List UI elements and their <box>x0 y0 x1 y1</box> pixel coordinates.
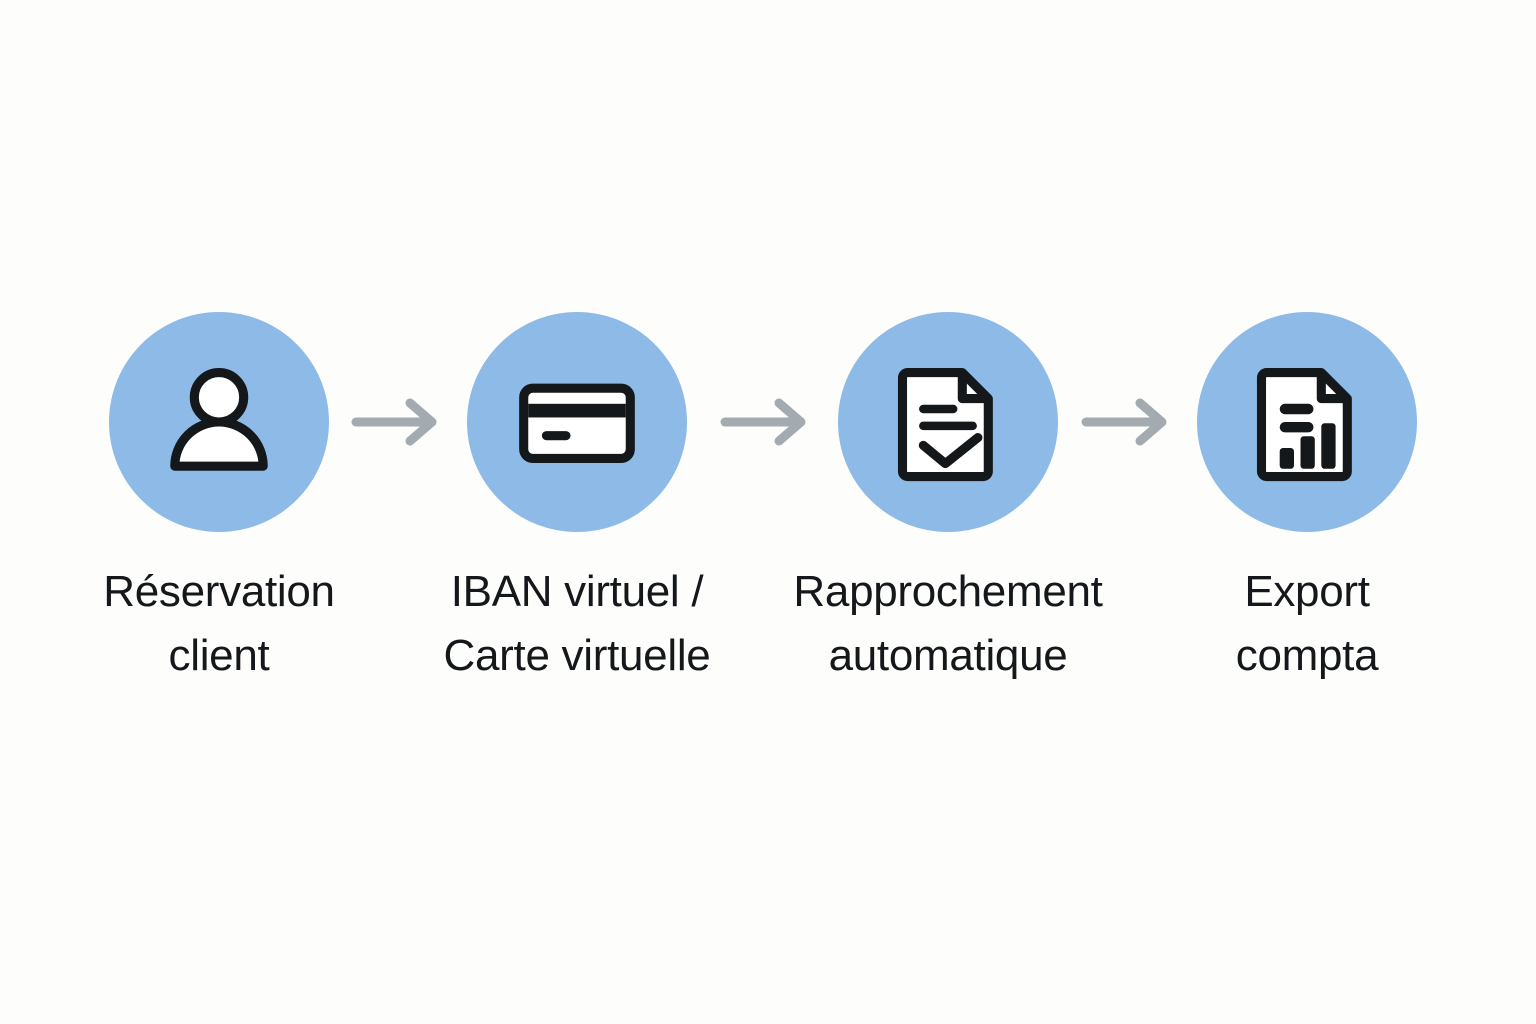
flow-step-rapprochement-automatique: Rapprochement automatique <box>793 312 1103 688</box>
credit-card-icon <box>512 357 642 487</box>
arrow-right-icon-2 <box>719 398 815 446</box>
step-circle-4 <box>1197 312 1417 532</box>
step-circle-3 <box>838 312 1058 532</box>
person-icon <box>154 357 284 487</box>
flow-step-label-1: Réservation client <box>103 567 335 680</box>
document-check-icon <box>883 357 1013 487</box>
flow-step-label-3: Rapprochement automatique <box>793 567 1103 680</box>
document-chart-icon <box>1242 357 1372 487</box>
arrow-right-icon-1 <box>350 398 446 446</box>
flow-step-reservation-client: Réservation client <box>69 312 369 688</box>
step-circle-1 <box>109 312 329 532</box>
flow-step-iban-carte-virtuelle: IBAN virtuel / Carte virtuelle <box>427 312 727 688</box>
flow-step-label-4: Export compta <box>1235 567 1379 680</box>
flow-step-label-2: IBAN virtuel / Carte virtuelle <box>443 567 711 680</box>
flow-step-export-compta: Export compta <box>1157 312 1457 688</box>
step-circle-2 <box>467 312 687 532</box>
arrow-right-icon-3 <box>1080 398 1176 446</box>
